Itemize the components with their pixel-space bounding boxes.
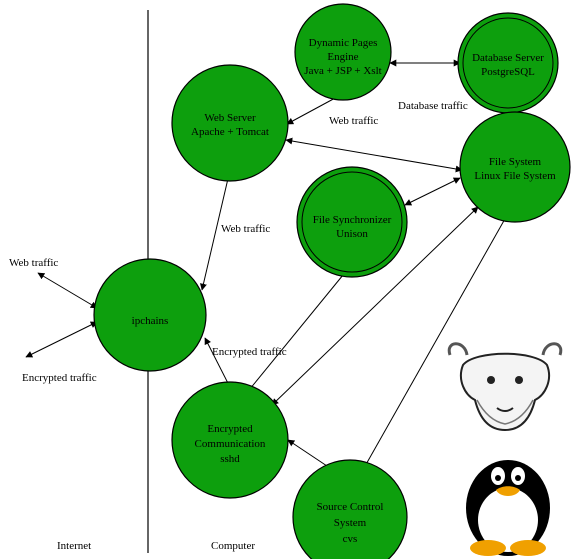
node-sourcecontrol-line-3: cvs	[343, 533, 358, 545]
node-dynamic-line-2: Engine	[327, 51, 358, 63]
node-sourcecontrol-line-1: Source Control	[317, 501, 384, 513]
node-filesync-line-2: Unison	[336, 228, 368, 240]
node-ipchains-line-1: ipchains	[132, 315, 169, 327]
node-webserver-line-2: Apache + Tomcat	[191, 126, 269, 138]
node-filesystem-line-2: Linux File System	[474, 170, 556, 182]
node-database-line-1: Database Server	[472, 52, 544, 64]
node-database-line-2: PostgreSQL	[481, 66, 535, 78]
edge-internet-web	[37, 272, 98, 309]
area-label-internet: Internet	[57, 540, 91, 552]
label-database-traffic: Database traffic	[398, 100, 468, 112]
tux-penguin-icon	[466, 460, 550, 556]
node-file-synchronizer: File Synchronizer Unison	[296, 166, 408, 278]
node-web-server: Web Server Apache + Tomcat	[171, 64, 289, 182]
edge-filesync-filesystem	[404, 177, 461, 206]
label-web-traffic-mid: Web traffic	[221, 223, 270, 235]
edge-encrypted-filesync	[244, 263, 353, 396]
gnu-head-icon	[447, 342, 563, 432]
node-encrypted-communication: Encrypted Communication sshd	[171, 381, 289, 499]
label-web-traffic-top: Web traffic	[329, 115, 378, 127]
edge-webserver-ipchains	[200, 169, 232, 291]
node-encrypted-line-2: Communication	[195, 438, 266, 450]
node-filesystem-line-1: File System	[489, 156, 542, 168]
node-encrypted-line-1: Encrypted	[207, 423, 253, 435]
node-source-control: Source Control System cvs	[292, 459, 408, 559]
node-ipchains: ipchains	[93, 258, 207, 372]
edge-internet-encrypted	[25, 321, 98, 358]
node-dynamic-pages-engine: Dynamic Pages Engine Java + JSP + Xslt	[294, 3, 392, 101]
edge-sourcecontrol-filesystem	[359, 209, 511, 476]
node-database-server: Database Server PostgreSQL	[457, 12, 559, 114]
label-encrypted-traffic-mid: Encrypted traffic	[212, 346, 287, 358]
node-dynamic-line-3: Java + JSP + Xslt	[304, 65, 381, 77]
edge-webserver-filesystem	[285, 137, 463, 173]
node-webserver-line-1: Web Server	[204, 112, 256, 124]
node-encrypted-line-3: sshd	[220, 453, 240, 465]
edges	[25, 59, 511, 479]
label-encrypted-traffic-left: Encrypted traffic	[22, 372, 97, 384]
area-label-computer: Computer	[211, 540, 255, 552]
node-file-system: File System Linux File System	[459, 111, 571, 223]
label-web-traffic-left: Web traffic	[9, 257, 58, 269]
node-dynamic-line-1: Dynamic Pages	[309, 37, 378, 49]
node-sourcecontrol-line-2: System	[334, 517, 367, 529]
node-filesync-line-1: File Synchronizer	[313, 214, 392, 226]
